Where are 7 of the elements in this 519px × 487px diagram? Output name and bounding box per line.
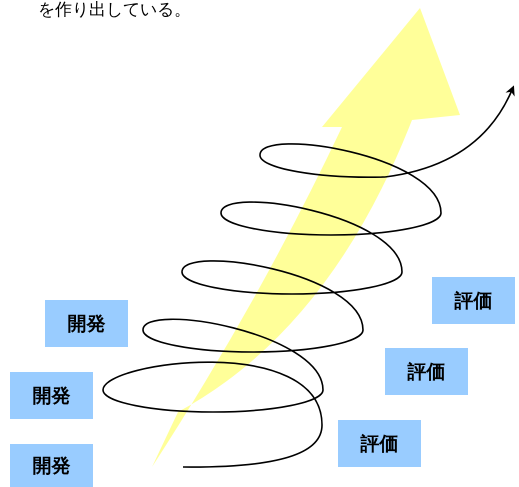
label-box: 開発 [10, 372, 93, 419]
caption-text: を作り出している。 [38, 0, 191, 20]
label-box: 評価 [338, 420, 421, 467]
label-box: 開発 [45, 300, 128, 347]
label-box: 評価 [432, 277, 515, 324]
label-box: 開発 [10, 444, 93, 487]
label-box: 評価 [385, 348, 468, 395]
